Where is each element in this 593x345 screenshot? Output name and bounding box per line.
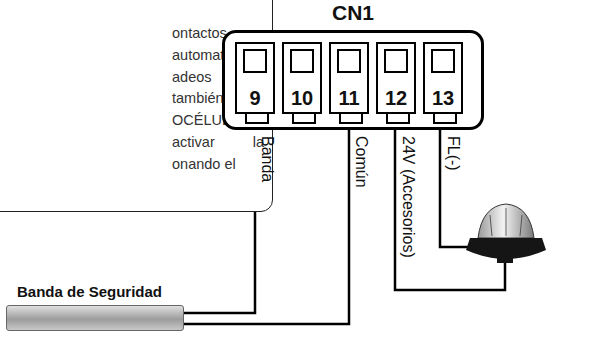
terminal-number: 9 bbox=[237, 87, 273, 110]
terminal-number: 13 bbox=[425, 87, 461, 110]
terminal-number: 10 bbox=[284, 87, 320, 110]
wire-label: Común bbox=[352, 136, 370, 188]
connector-block: CN1910111213 bbox=[222, 30, 484, 130]
wire-24v bbox=[395, 122, 505, 290]
terminal-tab bbox=[339, 114, 363, 124]
wire-label: Banda bbox=[258, 136, 276, 182]
terminal-tab bbox=[433, 114, 457, 124]
wire-label: 24V (Accesorios) bbox=[399, 136, 417, 258]
terminal: 9 bbox=[235, 42, 275, 114]
terminal: 13 bbox=[423, 42, 463, 114]
strip-title: Banda de Seguridad bbox=[17, 283, 162, 300]
terminal: 11 bbox=[329, 42, 369, 114]
wire-fl bbox=[440, 122, 470, 247]
terminal-screw bbox=[431, 49, 455, 73]
terminal: 12 bbox=[376, 42, 416, 114]
terminal-tab bbox=[386, 114, 410, 124]
terminal: 10 bbox=[282, 42, 322, 114]
terminal-number: 11 bbox=[331, 87, 367, 110]
terminal-screw bbox=[290, 49, 314, 73]
terminal-number: 12 bbox=[378, 87, 414, 110]
terminal-tab bbox=[245, 114, 269, 124]
connector-title: CN1 bbox=[225, 1, 481, 25]
wire-label: FL(-) bbox=[444, 136, 462, 171]
terminal-tab bbox=[292, 114, 316, 124]
terminal-screw bbox=[337, 49, 361, 73]
terminal-screw bbox=[384, 49, 408, 73]
terminal-screw bbox=[243, 49, 267, 73]
flashing-lamp bbox=[466, 204, 546, 263]
safety-strip: Banda de Seguridad bbox=[6, 305, 184, 331]
